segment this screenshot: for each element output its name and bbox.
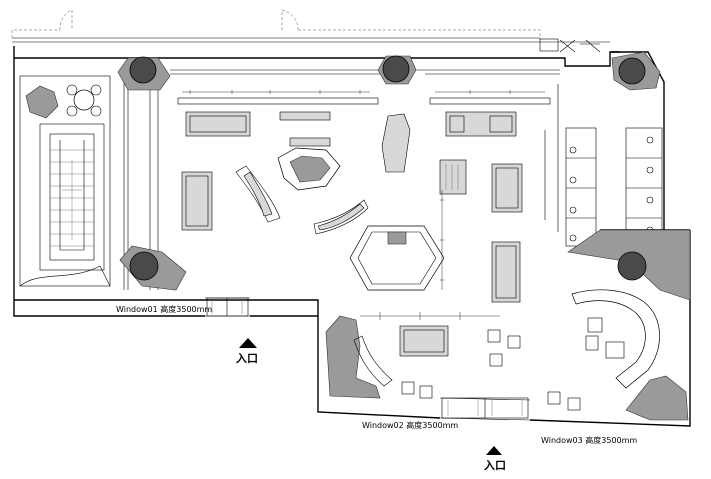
window01-frame [206, 297, 249, 317]
curved-counter [567, 229, 691, 421]
window01-label: Window01 高度3500mm [116, 304, 212, 314]
column-3 [618, 57, 646, 85]
lower-left-area [325, 315, 581, 411]
column-1 [129, 56, 157, 84]
locker-bank [544, 84, 663, 247]
center-displays [181, 113, 523, 357]
window03-label: Window03 高度3500mm [541, 435, 637, 445]
entrance-2-label: 入口 [484, 459, 506, 472]
entrance-arrow-icon [486, 446, 502, 455]
columns [117, 51, 661, 291]
top-shelving [177, 90, 551, 147]
entrance-2: 入口 [484, 446, 506, 472]
column-2 [382, 55, 410, 83]
window02-label: Window02 高度3500mm [362, 420, 458, 430]
entrance-1: 入口 [236, 338, 258, 365]
column-6 [617, 251, 647, 281]
stair-area [19, 75, 111, 287]
entrance-arrow-icon [239, 338, 257, 348]
top-facade [11, 9, 610, 53]
column-4 [129, 251, 159, 281]
window02-frame [441, 397, 529, 419]
entrance-1-label: 入口 [236, 352, 258, 365]
